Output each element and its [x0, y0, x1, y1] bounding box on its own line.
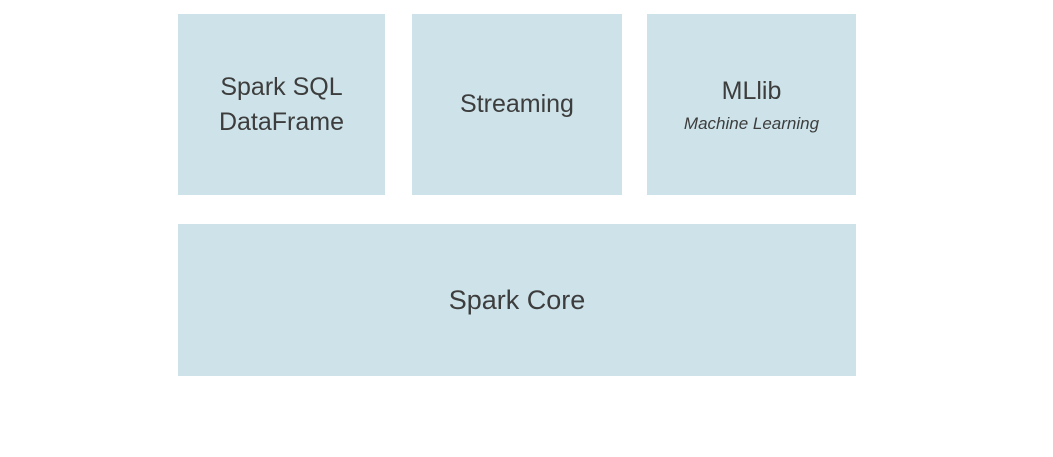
box-streaming: Streaming [412, 14, 622, 195]
box-spark-sql: Spark SQL DataFrame [178, 14, 385, 195]
mllib-subtitle: Machine Learning [683, 113, 820, 133]
spark-sql-line1: Spark SQL [220, 72, 343, 101]
streaming-label: Streaming [460, 90, 574, 118]
spark-sql-line2: DataFrame [218, 107, 345, 136]
spark-sql-label: Spark SQL DataFrame [219, 70, 344, 140]
box-spark-core: Spark Core [178, 224, 856, 376]
spark-core-label: Spark Core [448, 284, 586, 315]
box-mllib: MLlib Machine Learning [647, 14, 856, 195]
mllib-title: MLlib [721, 76, 782, 105]
